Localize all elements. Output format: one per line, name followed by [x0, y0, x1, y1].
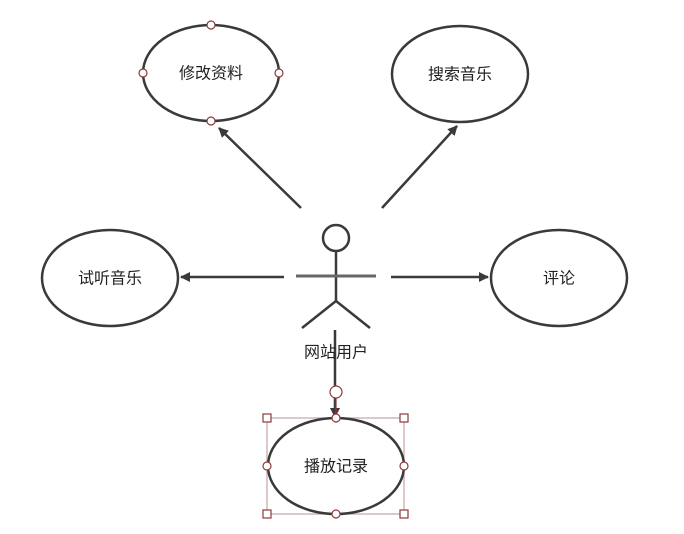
use-case-preview-music[interactable]: 试听音乐 — [40, 228, 180, 328]
use-case-label: 评论 — [543, 269, 575, 288]
actor-right-leg — [335, 300, 371, 329]
connection-point[interactable] — [331, 509, 341, 519]
connection-point[interactable] — [399, 461, 409, 471]
resize-handle-top-right[interactable] — [399, 413, 409, 423]
use-case-edit-profile[interactable]: 修改资料 — [138, 20, 284, 126]
use-case-label: 修改资料 — [179, 64, 243, 83]
actor-head — [321, 223, 351, 253]
connection-point[interactable] — [206, 116, 216, 126]
actor-left-leg — [301, 300, 337, 329]
connection-point[interactable] — [138, 68, 148, 78]
use-case-label: 播放记录 — [304, 457, 368, 476]
connection-point[interactable] — [206, 20, 216, 30]
connection-point[interactable] — [262, 461, 272, 471]
resize-handle-bottom-right[interactable] — [399, 509, 409, 519]
association-edit-profile[interactable] — [218, 127, 302, 209]
use-case-search-music[interactable]: 搜索音乐 — [390, 24, 530, 124]
use-case-label: 搜索音乐 — [428, 65, 492, 84]
use-case-label: 试听音乐 — [78, 269, 142, 288]
use-case-play-history[interactable]: 播放记录 — [262, 413, 409, 519]
use-case-comment[interactable]: 评论 — [489, 228, 629, 328]
resize-handle-top-left[interactable] — [262, 413, 272, 423]
connection-point[interactable] — [274, 68, 284, 78]
association-search-music[interactable] — [381, 125, 458, 209]
actor-website-user[interactable]: 网站用户 — [296, 223, 376, 362]
connection-point[interactable] — [331, 413, 341, 423]
edge-endpoint-handle[interactable] — [329, 385, 343, 399]
actor-label: 网站用户 — [304, 343, 368, 362]
resize-handle-bottom-left[interactable] — [262, 509, 272, 519]
